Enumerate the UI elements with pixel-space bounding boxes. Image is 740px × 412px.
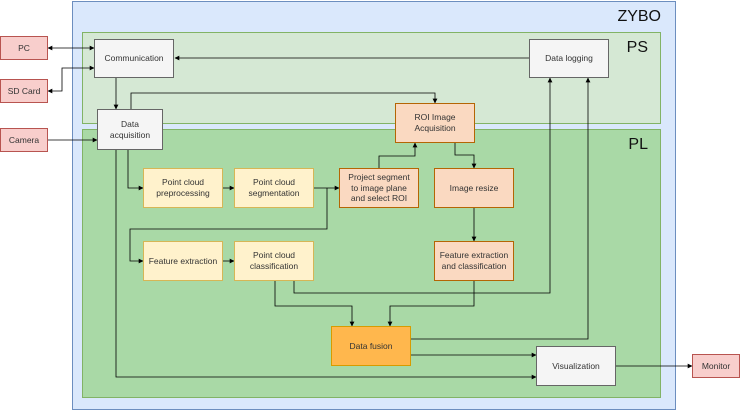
- pl-label: PL: [628, 136, 648, 153]
- link-fusion-datalogging: [411, 77, 591, 340]
- link-classification-fusion: [274, 281, 355, 327]
- link-roi-resize: [454, 143, 477, 169]
- data-fusion-node: Data fusion: [331, 326, 411, 366]
- link-project-roi: [378, 142, 418, 168]
- point-cloud-segmentation-node: Point cloud segmentation: [234, 168, 314, 208]
- ps-label: PS: [626, 39, 648, 56]
- project-segment-node: Project segment to image plane and selec…: [339, 168, 419, 208]
- image-resize-node: Image resize: [434, 168, 514, 208]
- camera-node: Camera: [0, 128, 48, 152]
- pc-node: PC: [0, 36, 48, 60]
- data-logging-node: Data logging: [529, 39, 609, 78]
- link-classification-datalogging: [293, 77, 553, 294]
- point-cloud-preprocessing-node: Point cloud preprocessing: [143, 168, 223, 208]
- link-dataacq-roi: [130, 92, 438, 109]
- sd-card-node: SD Card: [0, 79, 48, 103]
- visualization-node: Visualization: [536, 346, 616, 386]
- link-featureclass-fusion: [387, 281, 475, 327]
- link-sdcard-communication: [47, 65, 95, 94]
- data-acquisition-node: Data acquisition: [97, 109, 163, 150]
- feature-extraction-classification-node: Feature extraction and classification: [434, 241, 514, 281]
- link-dataacq-preprocessing: [127, 150, 144, 191]
- link-dataacq-visualization: [115, 150, 537, 380]
- feature-extraction-node: Feature extraction: [143, 241, 223, 281]
- roi-image-acquisition-node: ROI Image Acquisition: [395, 103, 475, 143]
- communication-node: Communication: [94, 39, 174, 78]
- monitor-node: Monitor: [692, 354, 740, 378]
- point-cloud-classification-node: Point cloud classification: [234, 241, 314, 281]
- link-segmentation-feature: [129, 188, 328, 264]
- zybo-label: ZYBO: [617, 8, 661, 25]
